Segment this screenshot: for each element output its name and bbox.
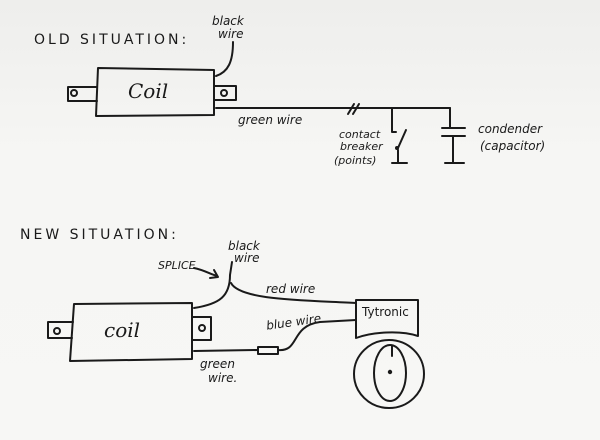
- red-wire-label: red wire: [266, 282, 316, 296]
- new-coil: [47, 302, 212, 362]
- break-mark: [347, 103, 360, 115]
- contact-breaker-symbol: [391, 107, 408, 164]
- condenser-symbol: [441, 107, 466, 164]
- new-red-wire: [230, 282, 357, 304]
- tytronic-label: Tytronic: [362, 305, 409, 319]
- contact-breaker-label-1: contact: [339, 128, 381, 141]
- contact-breaker-label-3: (points): [334, 154, 377, 167]
- new-coil-label: coil: [104, 318, 141, 342]
- old-black-wire-label-2: wire: [218, 27, 244, 41]
- new-black-wire: [193, 261, 233, 309]
- condenser-label-1: condender: [478, 122, 543, 136]
- old-black-wire-label-1: black: [212, 14, 244, 28]
- splice-label: SPLICE: [158, 259, 196, 272]
- new-green-wire: [193, 349, 259, 352]
- condenser-label-2: (capacitor): [480, 139, 546, 153]
- old-green-wire-label: green wire: [238, 113, 303, 127]
- new-situation-title: NEW SITUATION:: [20, 227, 179, 243]
- new-green-wire-label-1: green: [200, 357, 235, 371]
- tytronic-box: [355, 299, 419, 339]
- old-black-wire: [215, 41, 234, 77]
- old-coil-label: Coil: [128, 79, 169, 103]
- inline-connector: [257, 346, 279, 355]
- new-blue-wire: [277, 319, 357, 352]
- old-coil: [67, 67, 237, 117]
- splice-arrow: [193, 267, 219, 279]
- new-black-wire-label-2: wire: [234, 251, 260, 265]
- contact-breaker-label-2: breaker: [340, 140, 383, 153]
- new-green-wire-label-2: wire.: [208, 371, 238, 385]
- new-black-wire-label-1: black: [228, 239, 260, 253]
- distributor-rotor: [353, 339, 425, 409]
- old-situation-title: OLD SITUATION:: [34, 32, 190, 48]
